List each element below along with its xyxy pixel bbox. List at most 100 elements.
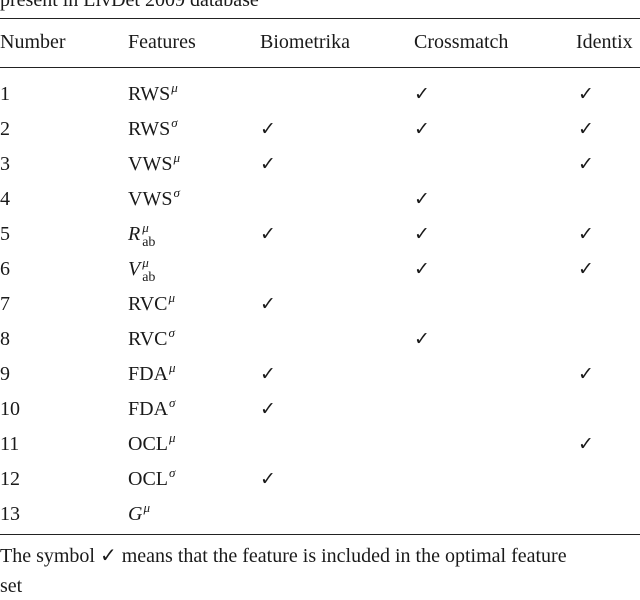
row-number: 9 (0, 363, 10, 385)
table-row: 3 VWSμ ✓ ✓ (0, 148, 640, 183)
row-feature: RVCμ (128, 290, 175, 320)
feature-superscript: μ (142, 220, 149, 235)
crossmatch-check: ✓ (414, 83, 430, 105)
row-number: 11 (0, 433, 20, 455)
feature-base: V (128, 258, 141, 280)
table-row: 7 RVCμ ✓ (0, 288, 640, 323)
identix-check: ✓ (578, 83, 594, 105)
feature-base: VWS (128, 188, 173, 210)
feature-superscript: σ (168, 325, 175, 340)
row-feature: VWSμ (128, 150, 180, 180)
feature-superscript: μ (142, 255, 149, 270)
row-number: 13 (0, 503, 20, 525)
crossmatch-check: ✓ (414, 258, 430, 280)
crossmatch-check: ✓ (414, 328, 430, 350)
identix-check: ✓ (578, 153, 594, 175)
row-feature: RWSσ (128, 115, 178, 145)
feature-subscript: ab (142, 270, 156, 285)
table-row: 13 Gμ (0, 498, 640, 533)
feature-base: FDA (128, 398, 169, 420)
crossmatch-check: ✓ (414, 118, 430, 140)
row-feature: Gμ (128, 500, 150, 530)
feature-base: OCL (128, 468, 168, 490)
identix-check: ✓ (578, 223, 594, 245)
feature-base: R (128, 223, 141, 245)
biometrika-check: ✓ (260, 468, 276, 490)
table-row: 9 FDAμ ✓ ✓ (0, 358, 640, 393)
row-number: 1 (0, 83, 10, 105)
header-number: Number (0, 31, 66, 53)
feature-base: RVC (128, 328, 168, 350)
table-row: 8 RVCσ ✓ (0, 323, 640, 358)
top-rule (0, 18, 640, 19)
header-features: Features (128, 31, 196, 53)
feature-superscript: μ (168, 290, 176, 305)
row-number: 3 (0, 153, 10, 175)
row-number: 8 (0, 328, 10, 350)
table-footnote: The symbol ✓ means that the feature is i… (0, 542, 640, 597)
row-feature: FDAσ (128, 395, 175, 425)
feature-subscript: ab (142, 235, 156, 250)
header-rule (0, 67, 640, 68)
footnote-line-1: The symbol ✓ means that the feature is i… (0, 545, 567, 567)
row-feature: VWSσ (128, 185, 180, 215)
biometrika-check: ✓ (260, 153, 276, 175)
feature-superscript: μ (173, 150, 180, 165)
identix-check: ✓ (578, 118, 594, 140)
table-row: 12 OCLσ ✓ (0, 463, 640, 498)
biometrika-check: ✓ (260, 398, 276, 420)
feature-base: RVC (128, 293, 168, 315)
header-crossmatch: Crossmatch (414, 31, 509, 53)
row-number: 6 (0, 258, 10, 280)
crossmatch-check: ✓ (414, 223, 430, 245)
feature-base: OCL (128, 433, 168, 455)
feature-superscript: σ (169, 395, 176, 410)
row-feature: OCLσ (128, 465, 175, 495)
table-row: 2 RWSσ ✓ ✓ ✓ (0, 113, 640, 148)
table-row: 4 VWSσ ✓ (0, 183, 640, 218)
feature-superscript: μ (143, 500, 150, 515)
biometrika-check: ✓ (260, 118, 276, 140)
row-number: 5 (0, 223, 10, 245)
biometrika-check: ✓ (260, 293, 276, 315)
table-caption: present in LivDet 2009 database (0, 0, 259, 11)
crossmatch-check: ✓ (414, 188, 430, 210)
biometrika-check: ✓ (260, 223, 276, 245)
row-number: 12 (0, 468, 20, 490)
table-row: 1 RWSμ ✓ ✓ (0, 78, 640, 113)
feature-superscript: σ (171, 115, 178, 130)
feature-superscript: μ (169, 360, 176, 375)
feature-base: RWS (128, 118, 171, 140)
table-header: Number Features Biometrika Crossmatch Id… (0, 28, 640, 56)
feature-base: VWS (128, 153, 173, 175)
identix-check: ✓ (578, 363, 594, 385)
feature-superscript: σ (173, 185, 180, 200)
row-feature: OCLμ (128, 430, 176, 460)
biometrika-check: ✓ (260, 363, 276, 385)
feature-superscript: μ (169, 430, 176, 445)
feature-base: FDA (128, 363, 169, 385)
bottom-rule (0, 534, 640, 535)
identix-check: ✓ (578, 258, 594, 280)
row-feature: FDAμ (128, 360, 176, 390)
feature-base: G (128, 503, 143, 525)
header-identix: Identix (576, 31, 633, 53)
row-number: 2 (0, 118, 10, 140)
footnote-line-2: set (0, 575, 23, 597)
row-number: 4 (0, 188, 10, 210)
feature-base: RWS (128, 83, 171, 105)
header-biometrika: Biometrika (260, 31, 350, 53)
row-feature: RWSμ (128, 80, 178, 110)
identix-check: ✓ (578, 433, 594, 455)
row-number: 7 (0, 293, 10, 315)
feature-superscript: σ (169, 465, 176, 480)
row-feature: RVCσ (128, 325, 175, 355)
